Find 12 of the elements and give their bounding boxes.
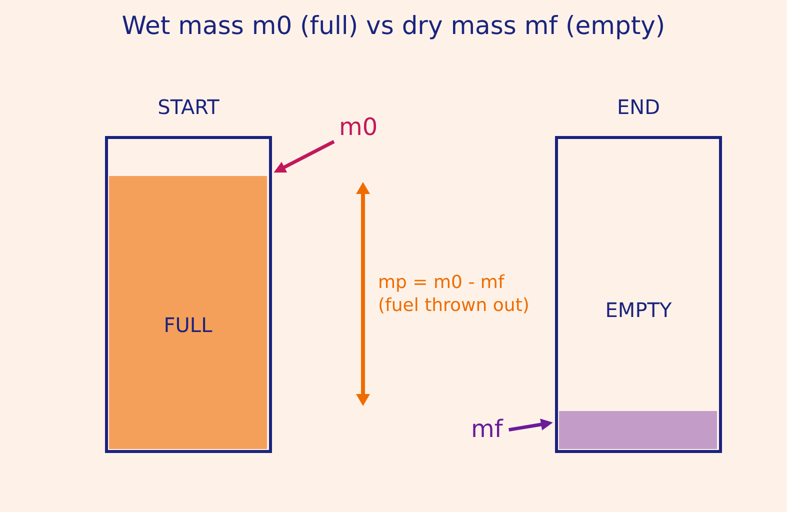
tank-status-label: FULL [164,312,212,336]
mass-label: m0 [339,114,378,142]
formula-label: mp = m0 - mf (fuel thrown out) [378,271,530,317]
tank-status-label: EMPTY [605,298,672,322]
tank-heading: START [158,95,220,119]
mass-label: mf [471,416,503,444]
fuel-fill [109,176,267,448]
tank-heading: END [617,95,660,119]
arrow [274,140,335,173]
diagram-title: Wet mass m0 (full) vs dry mass mf (empty) [120,11,666,41]
residual-fill [559,410,717,449]
arrow [508,418,553,432]
